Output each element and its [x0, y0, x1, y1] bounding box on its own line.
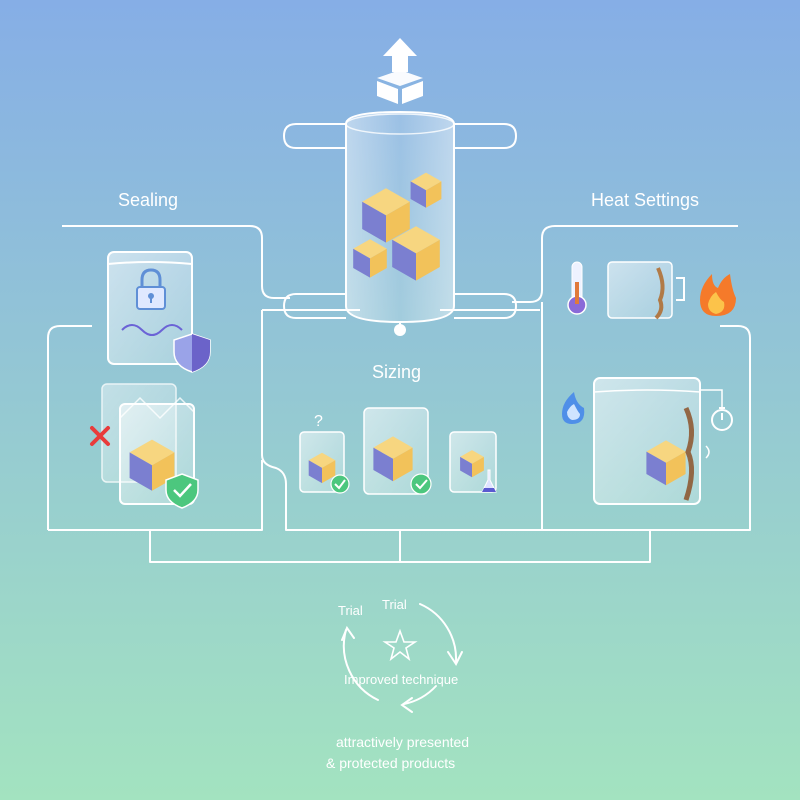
cross-icon — [90, 426, 110, 446]
sizing-bag-large — [449, 431, 497, 493]
heat-sealed-bag-small — [607, 261, 685, 320]
timer-icon — [711, 407, 733, 431]
iteration-cycle — [341, 603, 463, 713]
heat-settings-title: Heat Settings — [591, 190, 700, 210]
thermometer-icon — [567, 261, 587, 315]
check-icon — [330, 474, 350, 494]
flame-icon — [700, 274, 736, 316]
flame-icon — [562, 392, 585, 424]
sealing-bag-failed — [90, 383, 199, 509]
check-icon — [165, 473, 199, 509]
upload-box-icon — [377, 38, 423, 104]
connector-lines — [47, 123, 751, 563]
shield-icon — [173, 333, 211, 373]
cycle-improved-label: Improved technique — [344, 672, 459, 687]
heat-sealed-bag-large — [593, 377, 733, 505]
sealing-bag-locked — [107, 251, 211, 373]
sealing-title: Sealing — [118, 190, 179, 210]
cycle-trial-label: Trial — [338, 603, 363, 618]
sizing-bag-small: ? — [299, 413, 350, 494]
sizing-bag-medium — [363, 407, 432, 495]
check-icon — [410, 473, 432, 495]
star-icon — [382, 628, 418, 662]
outcome-line-2: & protected products — [326, 755, 456, 771]
cycle-trial-label-2: Trial — [382, 597, 407, 612]
sizing-title: Sizing — [372, 362, 422, 382]
lock-icon — [136, 268, 166, 310]
central-tube — [345, 110, 455, 336]
question-icon: ? — [314, 413, 323, 430]
outcome-line-1: attractively presented — [336, 734, 470, 750]
flask-icon — [481, 469, 497, 493]
